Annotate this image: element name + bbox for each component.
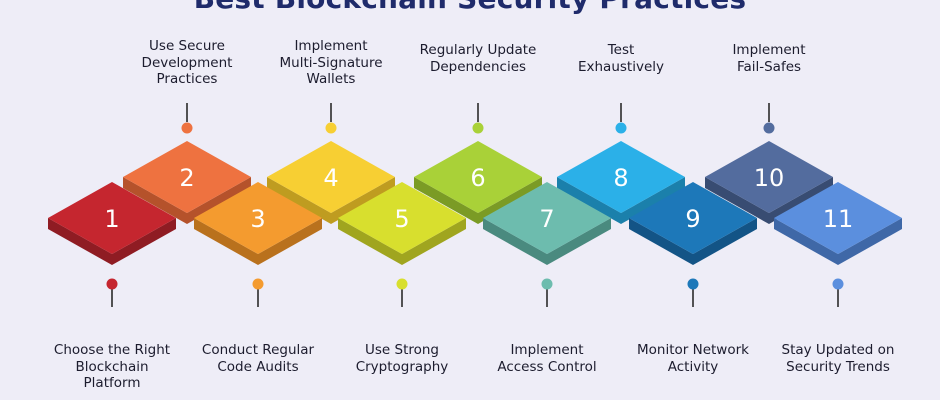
step-tile-top: [194, 182, 322, 254]
step-number: 8: [613, 164, 628, 192]
step-number: 3: [250, 205, 265, 233]
connector-dot: [396, 278, 408, 290]
step-tile-side: [338, 218, 466, 265]
step-tile-top: [48, 182, 176, 254]
step-label-11: Stay Updated on Security Trends: [781, 342, 895, 375]
connector-dot: [615, 122, 627, 134]
step-tile-top: [557, 141, 685, 213]
step-tile-1: 1: [48, 182, 176, 265]
step-label-10: Implement Fail-Safes: [732, 42, 806, 75]
connector-dot: [472, 122, 484, 134]
step-label-3: Conduct Regular Code Audits: [201, 342, 315, 375]
connector-dot: [181, 122, 193, 134]
connector-dot: [763, 122, 775, 134]
step-number: 5: [394, 205, 409, 233]
step-tile-3: 3: [194, 182, 322, 265]
step-tile-side: [194, 218, 322, 265]
step-number: 2: [179, 164, 194, 192]
step-tile-side: [483, 218, 611, 265]
step-number: 11: [823, 205, 854, 233]
step-tile-top: [338, 182, 466, 254]
connector-dot: [325, 122, 337, 134]
step-tile-side: [629, 218, 757, 265]
step-tile-top: [123, 141, 251, 213]
step-tile-top: [267, 141, 395, 213]
step-tile-side: [48, 218, 176, 265]
step-tile-top: [629, 182, 757, 254]
step-tile-7: 7: [483, 182, 611, 265]
step-tile-top: [705, 141, 833, 213]
step-label-6: Regularly Update Dependencies: [419, 42, 537, 75]
step-tile-side: [557, 177, 685, 224]
step-tile-9: 9: [629, 182, 757, 265]
step-tile-side: [774, 218, 902, 265]
step-label-5: Use Strong Cryptography: [355, 342, 449, 375]
step-tile-10: 10: [705, 141, 833, 224]
step-tile-top: [483, 182, 611, 254]
connector-dot: [687, 278, 699, 290]
connector-dot: [106, 278, 118, 290]
step-tile-top: [774, 182, 902, 254]
step-label-9: Monitor Network Activity: [637, 342, 749, 375]
step-label-8: Test Exhaustively: [577, 42, 665, 75]
step-tile-top: [414, 141, 542, 213]
connector-dot: [252, 278, 264, 290]
step-tile-8: 8: [557, 141, 685, 224]
step-label-7: Implement Access Control: [497, 342, 597, 375]
step-number: 9: [685, 205, 700, 233]
step-number: 10: [754, 164, 785, 192]
connector-dot: [832, 278, 844, 290]
step-label-4: Implement Multi-Signature Wallets: [279, 38, 383, 87]
step-number: 7: [539, 205, 554, 233]
step-number: 6: [470, 164, 485, 192]
step-number: 1: [104, 205, 119, 233]
step-label-2: Use Secure Development Practices: [141, 38, 233, 87]
step-number: 4: [323, 164, 338, 192]
step-tile-5: 5: [338, 182, 466, 265]
step-label-1: Choose the Right Blockchain Platform: [53, 342, 171, 391]
step-tile-11: 11: [774, 182, 902, 265]
page-title: Best Blockchain Security Practices: [0, 0, 940, 15]
connector-dot: [541, 278, 553, 290]
